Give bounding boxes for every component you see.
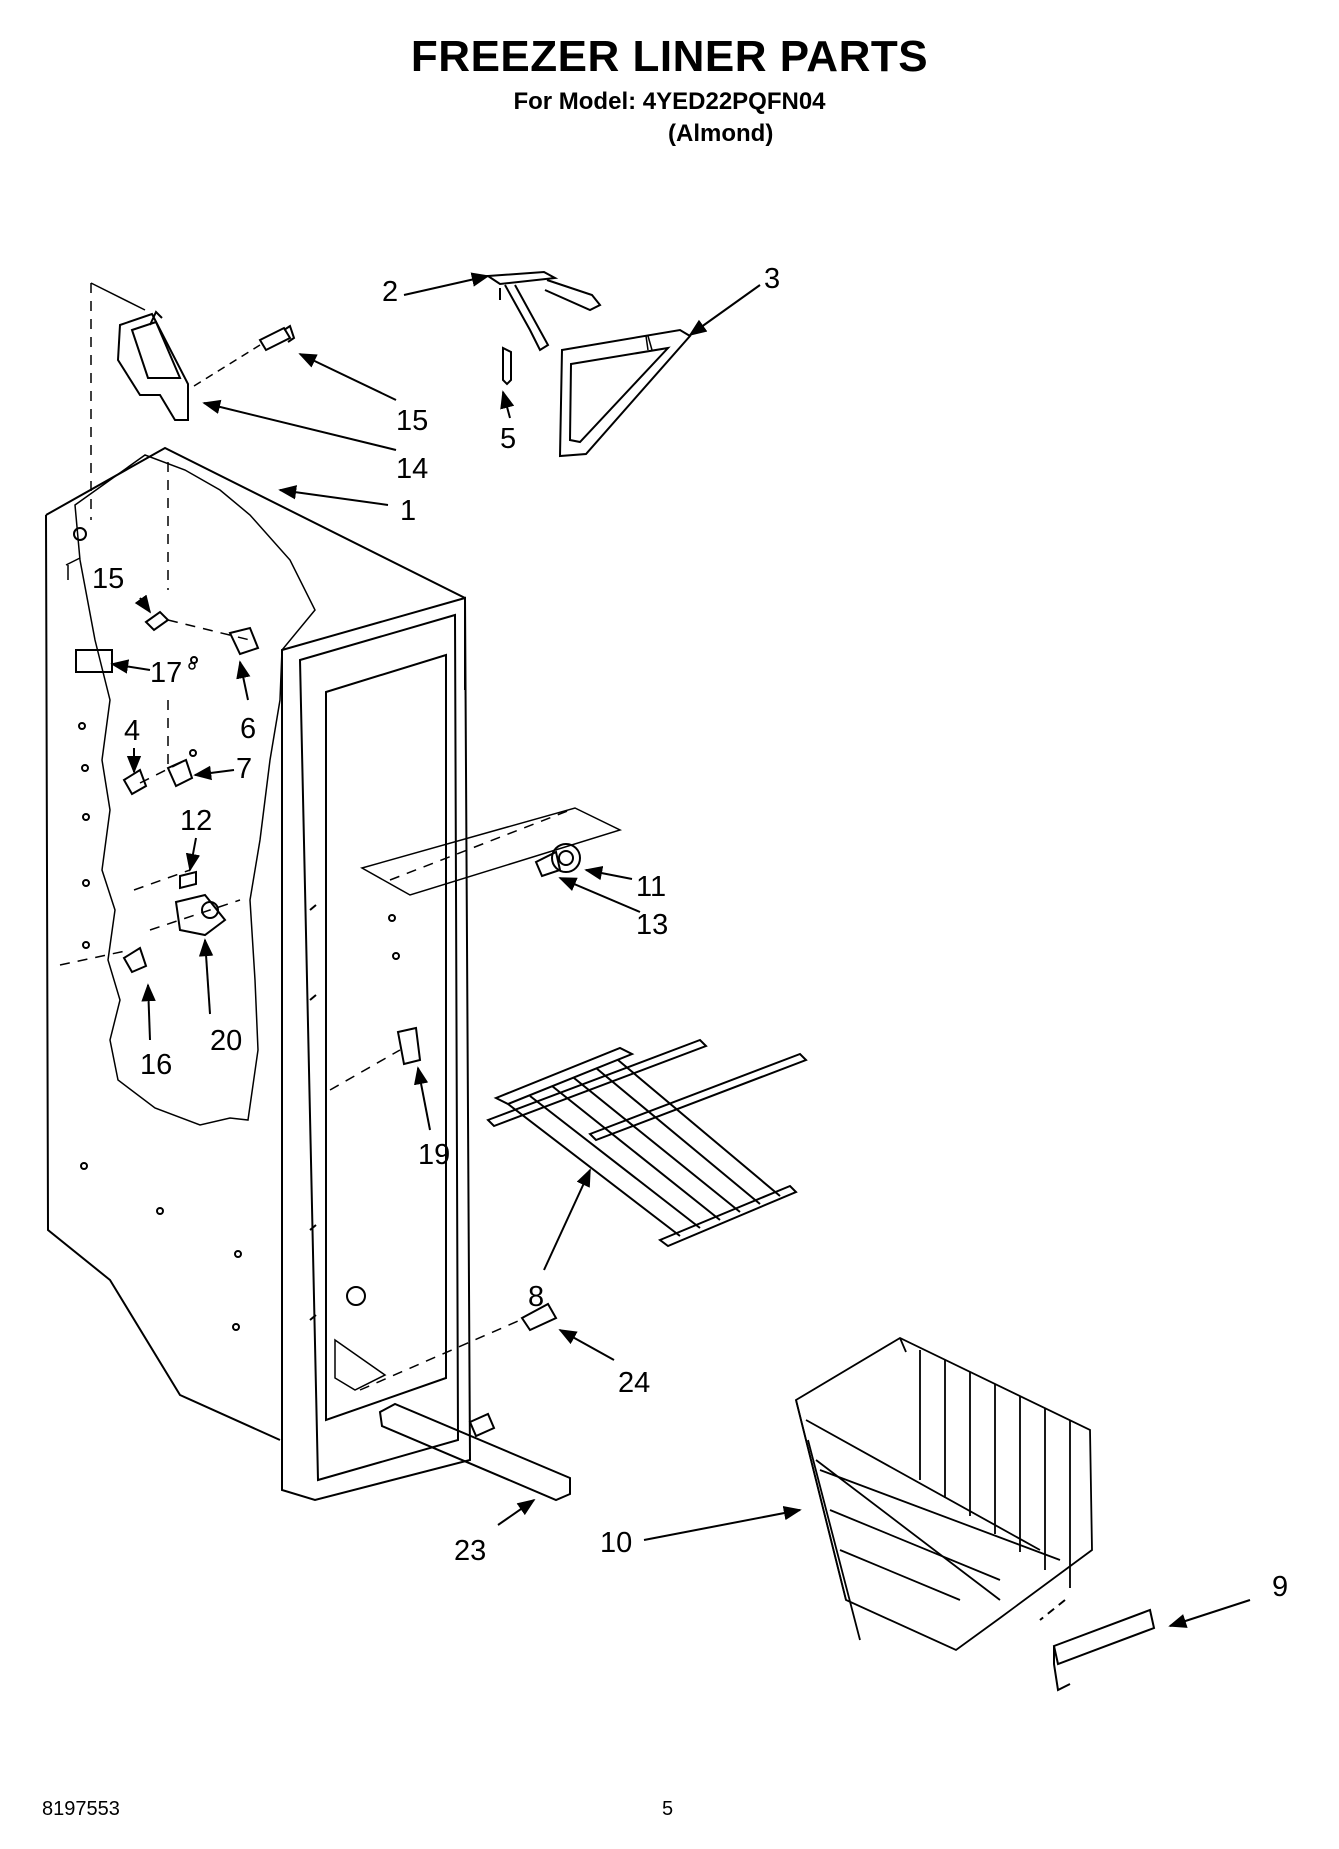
callout-24: 24 [618, 1367, 650, 1399]
page-number: 5 [662, 1798, 674, 1820]
wire-basket [794, 1336, 1093, 1652]
callout-10: 10 [600, 1527, 632, 1559]
tiny-mark [188, 662, 196, 670]
callout-labels: 2 3 5 15 14 1 15 17 6 4 7 12 20 16 19 8 … [92, 263, 1288, 1603]
screw [258, 324, 296, 352]
callout-6: 6 [240, 713, 256, 745]
liner-bracket [116, 310, 189, 421]
model-line: For Model: 4YED22PQFN04 [513, 88, 826, 115]
callout-4: 4 [124, 715, 140, 747]
callout-3: 3 [764, 263, 780, 295]
light-shield-bracket [485, 270, 602, 386]
basket-trim [1039, 1599, 1156, 1692]
callout-7: 7 [236, 753, 252, 785]
callout-15-left: 15 [92, 563, 124, 595]
callout-11: 11 [636, 871, 666, 903]
light-cover [558, 328, 692, 458]
callout-23: 23 [454, 1535, 486, 1567]
document-number: 8197553 [42, 1798, 120, 1820]
leader-arrows [110, 272, 1251, 1628]
callout-9: 9 [1272, 1571, 1288, 1603]
bottom-track [378, 1402, 571, 1502]
callout-12: 12 [180, 805, 212, 837]
callout-19: 19 [418, 1139, 450, 1171]
callout-5: 5 [500, 423, 516, 455]
freezer-liner [45, 446, 472, 1502]
callout-1: 1 [400, 495, 416, 527]
wire-shelf [486, 1038, 808, 1248]
callout-17: 17 [150, 657, 182, 689]
callout-15-top: 15 [396, 405, 428, 437]
page-title: FREEZER LINER PARTS [410, 32, 929, 81]
color-variant: (Almond) [668, 120, 774, 147]
small-parts [75, 610, 581, 1332]
callout-13: 13 [636, 909, 668, 941]
callout-16: 16 [140, 1049, 172, 1081]
callout-2: 2 [382, 276, 398, 308]
callout-14: 14 [396, 453, 428, 485]
callout-20: 20 [210, 1025, 242, 1057]
callout-8: 8 [528, 1281, 544, 1313]
